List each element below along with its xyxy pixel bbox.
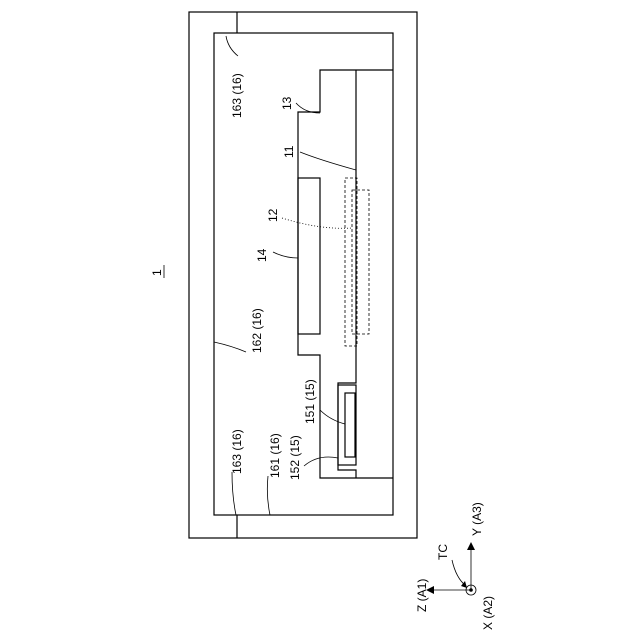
axis-y-label: Y (A3) [470,502,484,536]
label-162: 162 (16) [250,308,264,353]
component-11-outline [338,70,356,478]
label-14: 14 [255,248,269,262]
leader-163-top [226,36,238,56]
label-152: 152 (15) [288,435,302,480]
axis-x-dot [469,588,473,592]
axis-x-label: X (A2) [481,596,495,630]
leader-12 [282,218,352,228]
label-13: 13 [280,96,294,110]
axis-z-label: Z (A1) [415,579,429,612]
component-11-dashed [345,178,357,346]
leader-tc [452,560,466,586]
label-11: 11 [282,145,296,158]
leader-162 [214,342,246,352]
leader-151 [320,410,345,424]
component-152 [338,385,356,465]
figure-number: 1 [150,269,164,276]
component-151 [345,393,355,457]
leader-161 [267,476,270,515]
component-14 [298,178,320,334]
leader-152 [304,457,338,466]
label-161: 161 (16) [268,433,282,478]
label-163-bottom: 163 (16) [230,429,244,474]
label-151: 151 (15) [303,379,317,424]
axis-y-arrowhead [467,542,475,550]
label-12: 12 [266,208,280,222]
leader-14 [273,252,298,258]
axis-tc-label: TC [436,544,450,560]
label-163-top: 163 (16) [230,73,244,118]
leader-11 [300,152,356,170]
leader-163-bottom [232,472,236,515]
housing-outer-frame [189,12,417,538]
component-12-dashed [352,190,369,334]
